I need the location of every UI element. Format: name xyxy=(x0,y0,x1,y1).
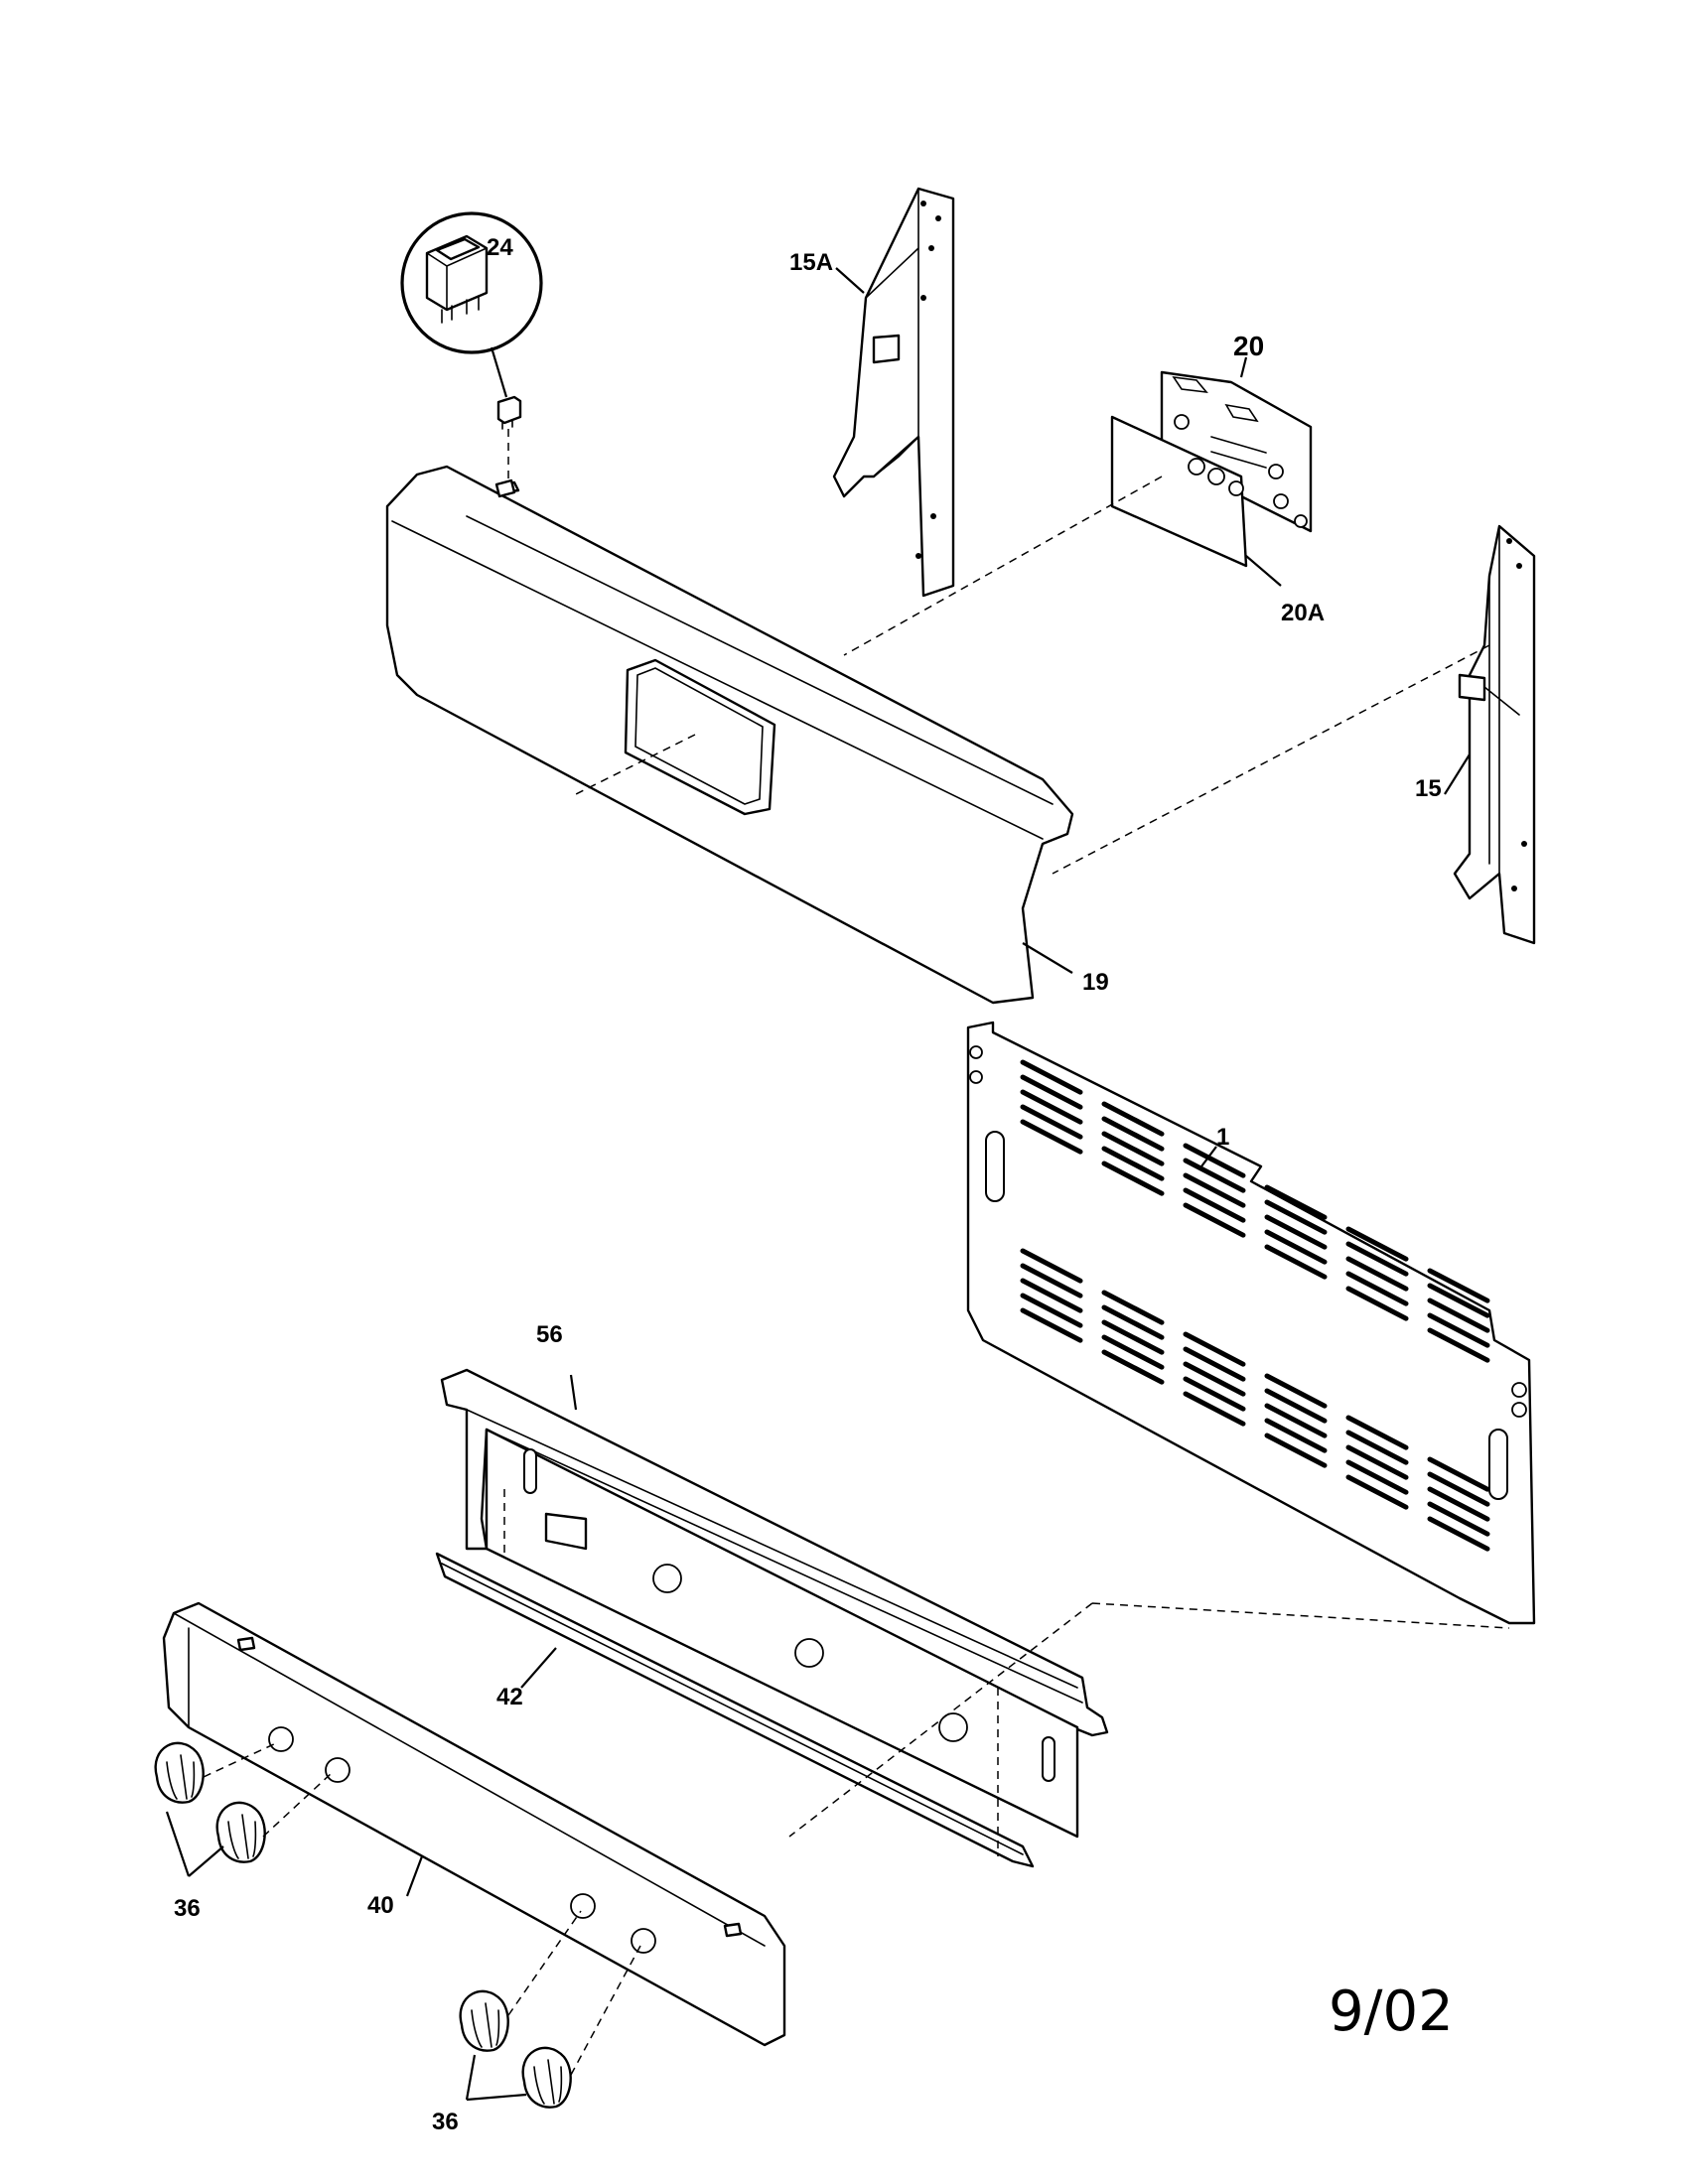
vent-louver xyxy=(1264,1373,1328,1409)
vent-louver xyxy=(1020,1248,1083,1284)
vent-louver xyxy=(1427,1456,1490,1492)
vent-louver xyxy=(1264,1214,1328,1250)
vent-louver xyxy=(1345,1415,1409,1450)
vent-louver xyxy=(1101,1116,1165,1152)
knob xyxy=(154,1741,205,1804)
vent-louver xyxy=(1183,1391,1246,1427)
vent-louver xyxy=(1427,1501,1490,1537)
vent-louver xyxy=(1183,1143,1246,1178)
vent-louver xyxy=(1183,1361,1246,1397)
switch-detail-24 xyxy=(400,211,543,494)
vent-louver xyxy=(1427,1268,1490,1303)
vent-louver xyxy=(1264,1418,1328,1453)
vent-louver xyxy=(1020,1104,1083,1140)
backguard-19 xyxy=(385,465,1490,1005)
vent-louver xyxy=(1345,1474,1409,1510)
vent-louver xyxy=(1345,1241,1409,1277)
vent-louver xyxy=(1020,1074,1083,1110)
vent-louver xyxy=(1345,1226,1409,1262)
callout-20: 20 xyxy=(1233,331,1264,361)
knob-set-upper xyxy=(154,1741,334,1863)
vent-louver xyxy=(1020,1059,1083,1095)
vent-louver xyxy=(1264,1199,1328,1235)
end-bracket-15 xyxy=(1453,524,1536,945)
vent-louver xyxy=(1427,1471,1490,1507)
vent-louver xyxy=(1183,1187,1246,1223)
date-code: 9/02 xyxy=(1329,1979,1454,2044)
end-bracket-15a xyxy=(832,187,955,598)
callout-15: 15 xyxy=(1415,775,1442,802)
vent-louver xyxy=(1264,1229,1328,1265)
vent-louver xyxy=(1345,1256,1409,1292)
vent-louver xyxy=(1427,1327,1490,1363)
back-panel-1 xyxy=(966,1021,1536,1625)
overlay-20a xyxy=(1110,415,1248,568)
vent-louver xyxy=(1183,1158,1246,1193)
callout-19: 19 xyxy=(1082,969,1109,996)
callout-20a: 20A xyxy=(1281,600,1325,626)
vent-louver xyxy=(1183,1172,1246,1208)
vent-louver xyxy=(1427,1312,1490,1348)
callout-40: 40 xyxy=(367,1892,394,1919)
control-panel-56 xyxy=(440,1368,1109,1839)
vent-louver xyxy=(1101,1290,1165,1325)
vent-louver xyxy=(1427,1283,1490,1318)
vent-louver xyxy=(1020,1089,1083,1125)
vent-louver xyxy=(1183,1376,1246,1412)
knob xyxy=(521,2046,572,2109)
vent-louver xyxy=(1183,1202,1246,1238)
vent-louver xyxy=(1101,1349,1165,1385)
vent-louver xyxy=(1345,1271,1409,1306)
callout-36-upper: 36 xyxy=(174,1895,201,1922)
callout-36-lower: 36 xyxy=(432,2109,459,2135)
vent-louver xyxy=(1183,1331,1246,1367)
vent-louver xyxy=(1020,1263,1083,1298)
vent-louver xyxy=(1101,1160,1165,1196)
vent-louver xyxy=(1264,1184,1328,1220)
vent-louver xyxy=(1264,1433,1328,1468)
vent-louver xyxy=(1101,1146,1165,1181)
vent-louver xyxy=(1264,1244,1328,1280)
control-panel-40 xyxy=(162,1601,1510,2047)
vent-louver xyxy=(1101,1334,1165,1370)
vent-louver xyxy=(1183,1346,1246,1382)
callout-1: 1 xyxy=(1216,1124,1229,1151)
vent-louvers xyxy=(1020,1059,1490,1552)
vent-louver xyxy=(1020,1278,1083,1313)
knob-set-lower xyxy=(459,1910,641,2109)
vent-louver xyxy=(1020,1293,1083,1328)
vent-louver xyxy=(1101,1304,1165,1340)
vent-louver xyxy=(1020,1119,1083,1155)
vent-louver xyxy=(1345,1430,1409,1465)
callout-42: 42 xyxy=(496,1684,523,1710)
vent-louver xyxy=(1345,1444,1409,1480)
vent-louver xyxy=(1101,1101,1165,1137)
callout-24: 24 xyxy=(487,234,513,261)
knob xyxy=(215,1801,266,1863)
vent-louver xyxy=(1101,1131,1165,1166)
vent-louver xyxy=(1264,1403,1328,1438)
vent-louver xyxy=(1345,1286,1409,1321)
callout-15a: 15A xyxy=(789,249,833,276)
trim-42 xyxy=(435,1489,1035,1868)
vent-louver xyxy=(1427,1516,1490,1552)
vent-louver xyxy=(1345,1459,1409,1495)
vent-louver xyxy=(1020,1307,1083,1343)
vent-louver xyxy=(1264,1388,1328,1424)
vent-louver xyxy=(1101,1319,1165,1355)
vent-louver xyxy=(1427,1297,1490,1333)
callout-56: 56 xyxy=(536,1321,563,1348)
callout-leaders xyxy=(165,267,1471,2102)
knob xyxy=(459,1989,509,2052)
vent-louver xyxy=(1427,1486,1490,1522)
